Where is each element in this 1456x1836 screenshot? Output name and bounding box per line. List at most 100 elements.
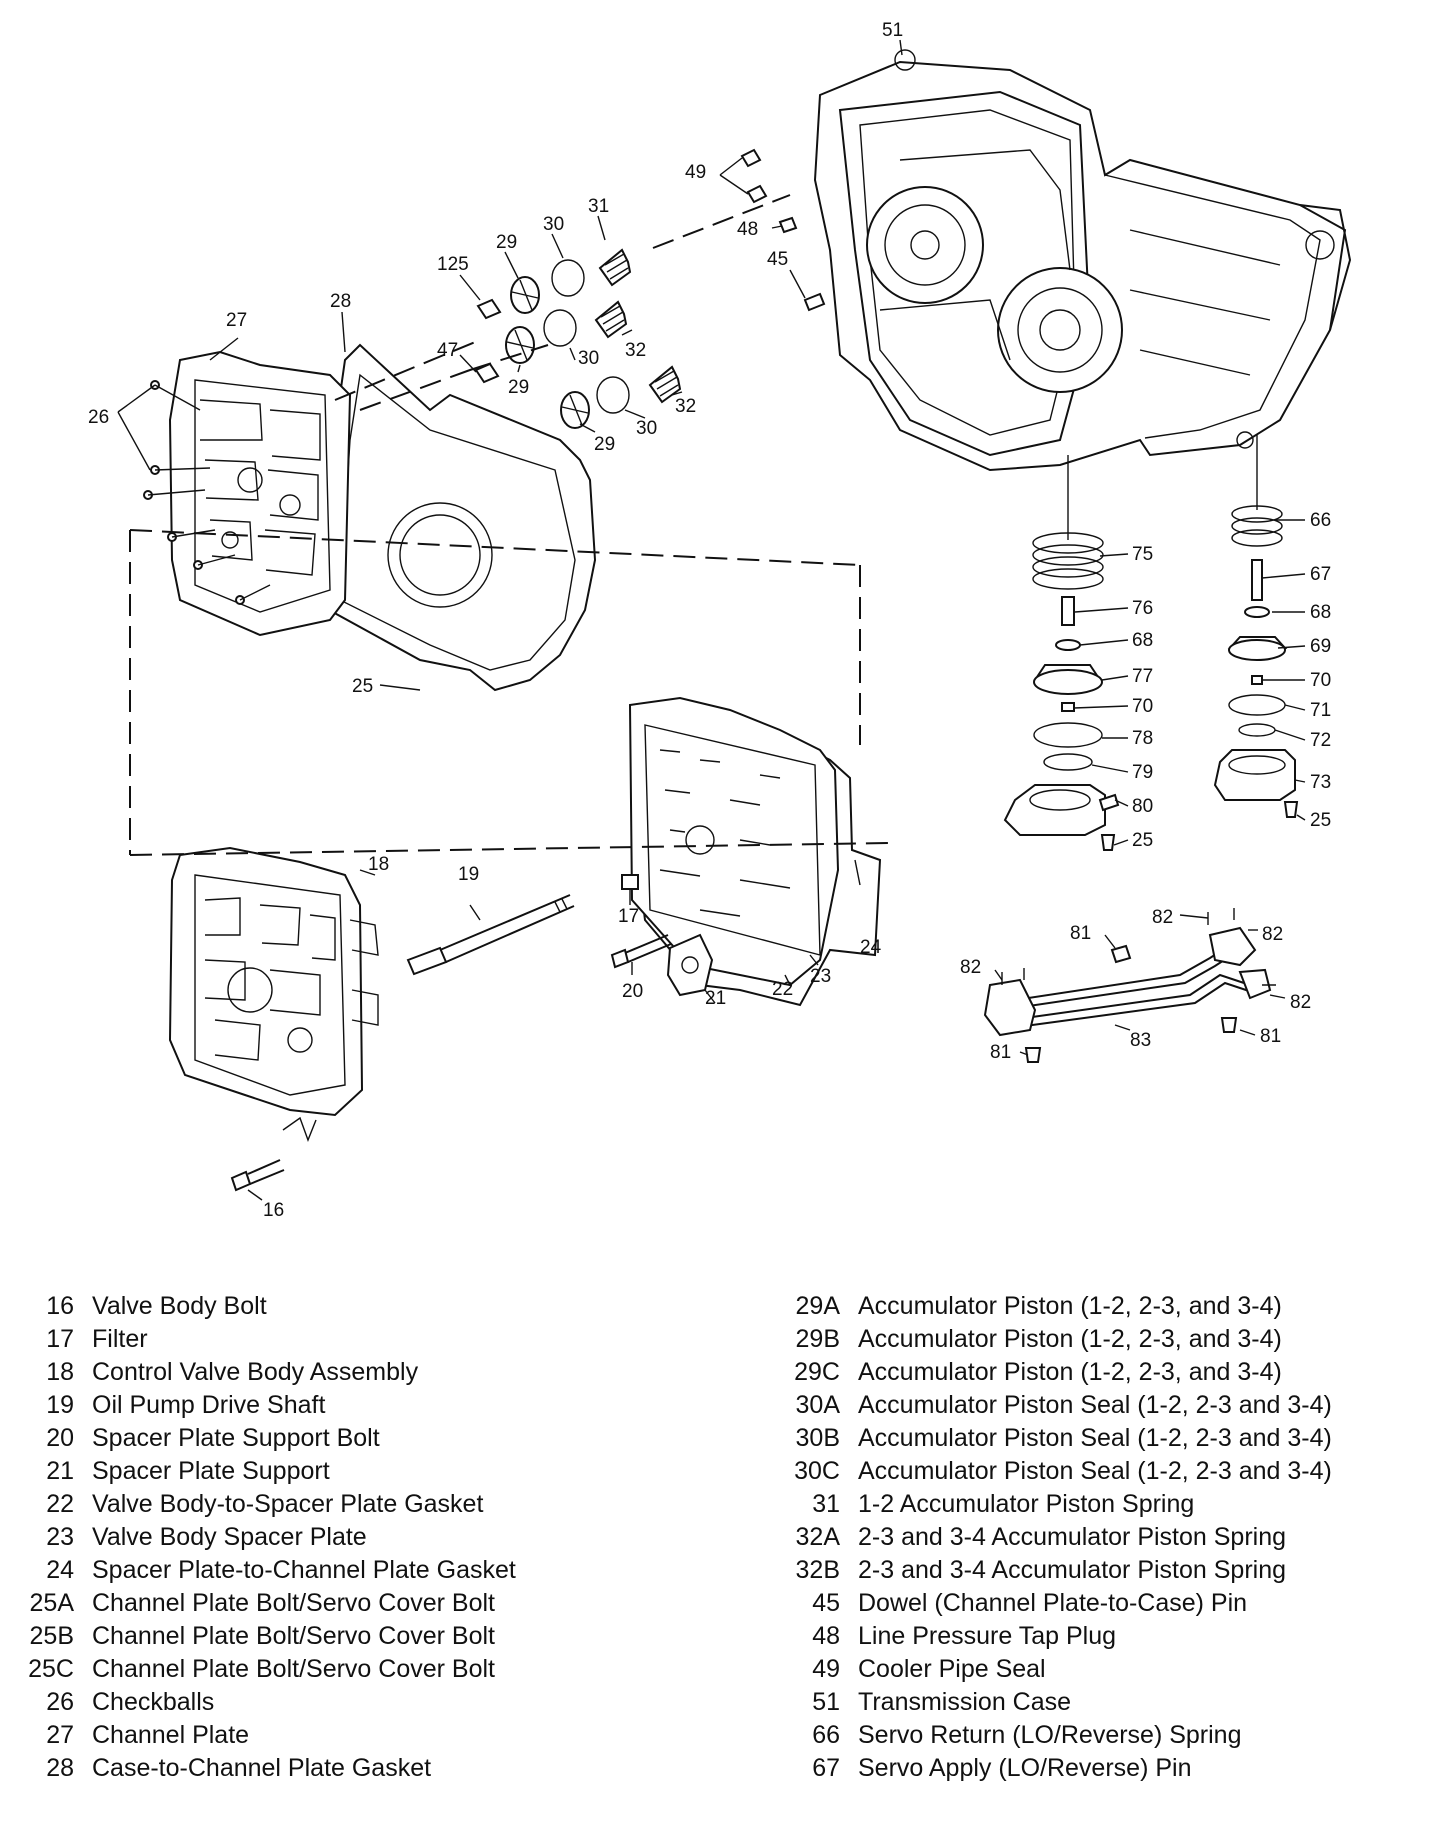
callout-73: 73 xyxy=(1310,772,1331,793)
callout-81: 81 xyxy=(1070,923,1091,944)
callout-49: 49 xyxy=(685,162,706,183)
callout-72: 72 xyxy=(1310,730,1331,751)
legend-number: 18 xyxy=(46,1358,74,1386)
callout-83: 83 xyxy=(1130,1030,1151,1051)
legend-label: Servo Return (LO/Reverse) Spring xyxy=(858,1721,1242,1749)
legend-label: Channel Plate Bolt/Servo Cover Bolt xyxy=(92,1655,495,1683)
legend-number: 30A xyxy=(795,1391,840,1419)
legend-right-column: 29A Accumulator Piston (1-2, 2-3, and 3-4… xyxy=(760,1290,1450,1785)
cooler-pipes-drawing xyxy=(983,908,1276,1063)
callout-30: 30 xyxy=(578,348,599,369)
legend-label: 1-2 Accumulator Piston Spring xyxy=(858,1490,1195,1518)
callout-125: 125 xyxy=(437,254,469,275)
callout-31: 31 xyxy=(588,196,609,217)
control-valve-body-drawing xyxy=(168,846,379,1117)
legend-label: Transmission Case xyxy=(858,1688,1072,1716)
callout-81: 81 xyxy=(990,1042,1011,1063)
callout-81: 81 xyxy=(1260,1026,1281,1047)
callout-51: 51 xyxy=(882,20,903,41)
legend-number: 66 xyxy=(812,1721,840,1749)
legend-label: Channel Plate Bolt/Servo Cover Bolt xyxy=(92,1622,495,1650)
legend-number: 67 xyxy=(812,1754,840,1782)
legend-label: Control Valve Body Assembly xyxy=(92,1358,419,1386)
callout-80: 80 xyxy=(1132,796,1153,817)
spacer-plate-drawing xyxy=(628,696,882,1007)
callout-68: 68 xyxy=(1132,630,1153,651)
callout-29: 29 xyxy=(508,377,529,398)
legend-number: 29A xyxy=(795,1292,840,1320)
callout-22: 22 xyxy=(772,979,793,1000)
legend-number: 48 xyxy=(812,1622,840,1650)
legend-label: Dowel (Channel Plate-to-Case) Pin xyxy=(858,1589,1248,1617)
legend-number: 17 xyxy=(46,1325,74,1353)
legend-label: Checkballs xyxy=(92,1688,215,1716)
transmission-case-drawing xyxy=(813,49,1352,472)
legend-number: 22 xyxy=(46,1490,74,1518)
assembly-lines xyxy=(129,194,1258,1142)
legend-number: 24 xyxy=(46,1556,74,1584)
callout-30: 30 xyxy=(543,214,564,235)
callout-leaders xyxy=(209,39,1306,1201)
legend-label: Spacer Plate Support Bolt xyxy=(92,1424,380,1452)
callout-70: 70 xyxy=(1310,670,1331,691)
callout-45: 45 xyxy=(767,249,788,270)
legend-label: Valve Body Spacer Plate xyxy=(92,1523,367,1551)
legend-number: 51 xyxy=(812,1688,840,1716)
legend-number: 32B xyxy=(795,1556,840,1584)
callout-77: 77 xyxy=(1132,666,1153,687)
legend-item: 29C Accumulator Piston (1-2, 2-3, and 3-4… xyxy=(760,1356,1450,1389)
callout-24: 24 xyxy=(860,937,882,958)
case-to-channel-plate-gasket-drawing xyxy=(318,343,597,692)
exploded-parts-diagram: 51 49 48 45 31 30 29 125 28 27 47 32 30 … xyxy=(88,20,1352,1221)
callout-82: 82 xyxy=(1262,924,1283,945)
case-small-parts-drawing xyxy=(740,148,826,312)
callout-82: 82 xyxy=(1290,992,1311,1013)
callout-30: 30 xyxy=(636,418,657,439)
legend-number: 20 xyxy=(46,1424,74,1452)
callout-29: 29 xyxy=(496,232,517,253)
legend-label: Accumulator Piston (1-2, 2-3, and 3-4) xyxy=(858,1358,1282,1386)
legend-label: Valve Body Bolt xyxy=(92,1292,267,1320)
legend-label: Case-to-Channel Plate Gasket xyxy=(92,1754,432,1782)
legend-label: Accumulator Piston (1-2, 2-3, and 3-4) xyxy=(858,1325,1282,1353)
checkballs-drawing xyxy=(117,380,271,605)
legend-label: Servo Apply (LO/Reverse) Pin xyxy=(858,1754,1192,1782)
callout-labels: 51 49 48 45 31 30 29 125 28 27 47 32 30 … xyxy=(88,20,1331,1221)
legend-item: 66 Servo Return (LO/Reverse) Spring xyxy=(760,1719,1450,1752)
legend-number: 29C xyxy=(794,1358,840,1386)
legend-label: Accumulator Piston Seal (1-2, 2-3 and 3-… xyxy=(858,1391,1332,1419)
legend-number: 32A xyxy=(795,1523,840,1551)
callout-20: 20 xyxy=(622,981,643,1002)
legend-number: 25A xyxy=(29,1589,74,1617)
legend-number: 26 xyxy=(46,1688,74,1716)
callout-71: 71 xyxy=(1310,700,1331,721)
legend-item: 26 Checkballs xyxy=(10,1686,610,1719)
callout-78: 78 xyxy=(1132,728,1153,749)
callout-27: 27 xyxy=(226,310,247,331)
legend-item: 51 Transmission Case xyxy=(760,1686,1450,1719)
legend-label: Channel Plate xyxy=(92,1721,250,1749)
callout-32: 32 xyxy=(625,340,646,361)
legend-label: Accumulator Piston Seal (1-2, 2-3 and 3-… xyxy=(858,1424,1332,1452)
legend-label: Spacer Plate-to-Channel Plate Gasket xyxy=(92,1556,516,1584)
callout-23: 23 xyxy=(810,966,831,987)
callout-17: 17 xyxy=(618,906,639,927)
callout-48: 48 xyxy=(737,219,758,240)
legend-number: 30C xyxy=(794,1457,840,1485)
callout-16: 16 xyxy=(263,1200,284,1221)
callout-19: 19 xyxy=(458,864,479,885)
legend-item: 24 Spacer Plate-to-Channel Plate Gasket xyxy=(10,1554,610,1587)
legend-item: 67 Servo Apply (LO/Reverse) Pin xyxy=(760,1752,1450,1785)
callout-47: 47 xyxy=(437,340,458,361)
